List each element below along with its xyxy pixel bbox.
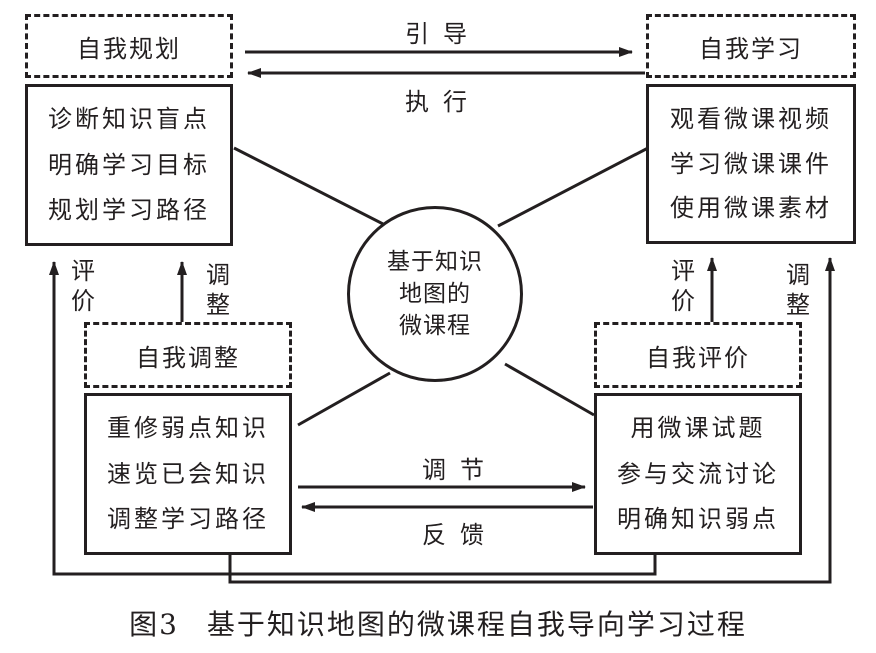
self-planning-box: 诊断知识盲点 明确学习目标 规划学习路径 <box>25 84 233 246</box>
adjust-label: 调节 <box>422 456 498 484</box>
list-item: 重修弱点知识 <box>107 414 269 443</box>
self-learning-header: 自我学习 <box>646 14 856 78</box>
figure-number: 图3 <box>129 608 179 641</box>
right-evaluate-label: 评 价 <box>671 257 695 315</box>
center-line: 地图的 <box>399 281 471 307</box>
list-item: 明确学习目标 <box>48 150 210 179</box>
list-item: 使用微课素材 <box>670 194 832 223</box>
center-circle: 基于知识 地图的 微课程 <box>347 206 523 382</box>
list-item: 学习微课课件 <box>670 149 832 178</box>
left-evaluate-label: 评 价 <box>71 257 95 315</box>
left-adjust-label: 调 整 <box>206 261 230 319</box>
right-adjust-path <box>228 257 835 584</box>
list-item: 规划学习路径 <box>48 195 210 224</box>
self-evaluation-header: 自我评价 <box>594 322 802 388</box>
right-adjust-label: 调 整 <box>786 261 810 319</box>
self-adjustment-header: 自我调整 <box>84 322 292 388</box>
guide-label: 引导 <box>405 20 481 48</box>
list-item: 明确知识弱点 <box>617 504 779 533</box>
self-learning-box: 观看微课视频 学习微课课件 使用微课素材 <box>646 84 856 244</box>
list-item: 速览已会知识 <box>107 459 269 488</box>
list-item: 诊断知识盲点 <box>48 105 210 134</box>
diag-top-left <box>233 146 384 226</box>
list-item: 调整学习路径 <box>107 504 269 533</box>
execute-label: 执行 <box>405 88 481 116</box>
center-line: 微课程 <box>399 313 471 339</box>
left-evaluate-path <box>49 261 657 576</box>
self-adjustment-box: 重修弱点知识 速览已会知识 调整学习路径 <box>84 393 292 555</box>
figure-title: 基于知识地图的微课程自我导向学习过程 <box>206 608 747 641</box>
figure-caption: 图3 基于知识地图的微课程自我导向学习过程 <box>0 603 876 643</box>
list-item: 观看微课视频 <box>670 104 832 133</box>
list-item: 参与交流讨论 <box>617 459 779 488</box>
diag-bottom-right <box>504 362 595 417</box>
center-line: 基于知识 <box>387 249 483 275</box>
list-item: 用微课试题 <box>630 414 766 443</box>
self-evaluation-box: 用微课试题 参与交流讨论 明确知识弱点 <box>594 393 802 555</box>
diag-top-right <box>497 146 649 228</box>
self-planning-header: 自我规划 <box>25 14 233 78</box>
feedback-label: 反馈 <box>422 521 498 549</box>
diag-bottom-left <box>297 371 391 427</box>
